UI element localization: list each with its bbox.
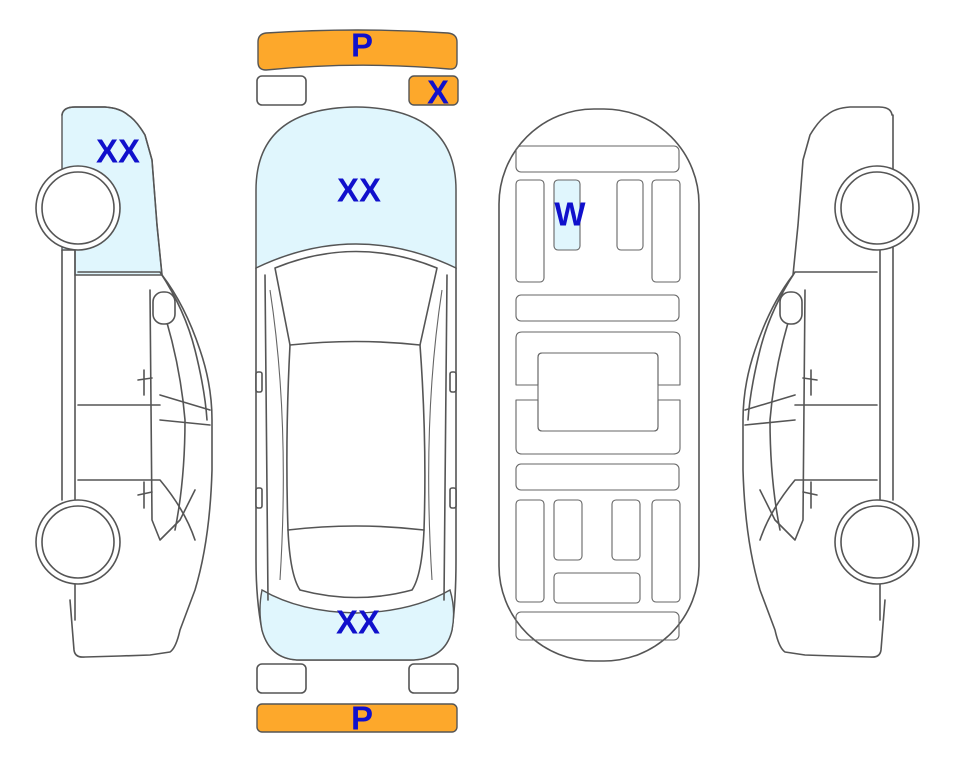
- interior-front-left-seat[interactable]: [553, 179, 581, 251]
- interior-view: W: [498, 108, 700, 662]
- right-front-wheel-hub: [840, 171, 914, 245]
- dashboard: [515, 145, 680, 173]
- right-glass-line: [747, 271, 878, 421]
- front-seat-row: [515, 294, 680, 322]
- trunk-area: [515, 611, 680, 641]
- rear-right-seat: [611, 499, 641, 561]
- hood-panel[interactable]: [255, 106, 457, 270]
- center-console: [537, 352, 659, 432]
- left-rear-handle: [137, 481, 153, 509]
- right-rear-wheel: [834, 499, 920, 585]
- front-right-seat: [616, 179, 644, 251]
- rear-left-door-pocket: [515, 499, 545, 603]
- left-mirror: [152, 291, 176, 325]
- front-left-door-pocket: [515, 179, 545, 283]
- rear-bumper[interactable]: [256, 703, 458, 733]
- top-right-mirror-b: [449, 487, 457, 509]
- left-windshield-base2: [159, 419, 211, 426]
- right-mirror: [779, 291, 803, 325]
- left-front-fender-mark: XX: [96, 133, 140, 170]
- left-body-outline: [61, 106, 213, 658]
- right-pillar: [759, 289, 806, 541]
- center-console-frame-lower: [515, 399, 681, 455]
- front-bumper-mark: P: [351, 27, 373, 64]
- rear-left-seat: [553, 499, 583, 561]
- rear-right-lamp[interactable]: [408, 663, 459, 694]
- windshield-outline: [274, 250, 438, 346]
- front-right-door-pocket: [651, 179, 681, 283]
- rear-bench: [553, 572, 641, 604]
- left-windshield-base: [159, 394, 211, 411]
- top-left-mirror-b: [255, 487, 263, 509]
- interior-front-left-seat-mark: W: [554, 196, 586, 233]
- front-right-lamp[interactable]: [408, 75, 459, 106]
- left-pillar: [149, 289, 196, 541]
- left-rear-wheel: [35, 499, 121, 585]
- right-front-wheel: [834, 165, 920, 251]
- right-pillar-inner: [769, 299, 796, 531]
- rear-right-door-pocket: [651, 499, 681, 603]
- left-body-side-line: [264, 274, 269, 601]
- rear-seat-row: [515, 463, 680, 491]
- left-front-handle: [137, 369, 153, 396]
- left-front-wheel-hub: [41, 171, 115, 245]
- front-right-lamp-mark: X: [427, 74, 449, 111]
- rear-bumper-mark: P: [351, 700, 373, 737]
- top-left-mirror-a: [255, 371, 263, 393]
- front-left-lamp[interactable]: [256, 75, 307, 106]
- left-door-curve: [269, 289, 284, 581]
- right-rear-handle: [802, 481, 818, 509]
- right-body-side-line: [443, 274, 448, 601]
- top-right-mirror-a: [449, 371, 457, 393]
- left-glass-line: [77, 271, 208, 421]
- right-windshield-base2: [744, 419, 796, 426]
- right-windshield-base: [744, 394, 796, 411]
- rear-window-outline: [287, 529, 425, 599]
- right-front-handle: [802, 369, 818, 396]
- left-rear-wheel-hub: [41, 505, 115, 579]
- cabin-outline: [286, 344, 426, 531]
- trunk-lid-mark: XX: [336, 604, 380, 641]
- left-pillar-inner: [159, 299, 186, 531]
- top-view: P X XX XX P: [255, 27, 459, 737]
- hood-mark: XX: [337, 172, 381, 209]
- trunk-panel[interactable]: [259, 588, 455, 661]
- left-side-view: XX: [35, 106, 213, 658]
- right-door-curve: [428, 289, 443, 581]
- interior-outline: [498, 108, 700, 662]
- center-console-frame: [515, 331, 681, 386]
- left-front-wheel: [35, 165, 121, 251]
- rear-left-lamp[interactable]: [256, 663, 307, 694]
- right-side-view: [742, 106, 920, 658]
- front-bumper[interactable]: [257, 29, 458, 71]
- right-rear-wheel-hub: [840, 505, 914, 579]
